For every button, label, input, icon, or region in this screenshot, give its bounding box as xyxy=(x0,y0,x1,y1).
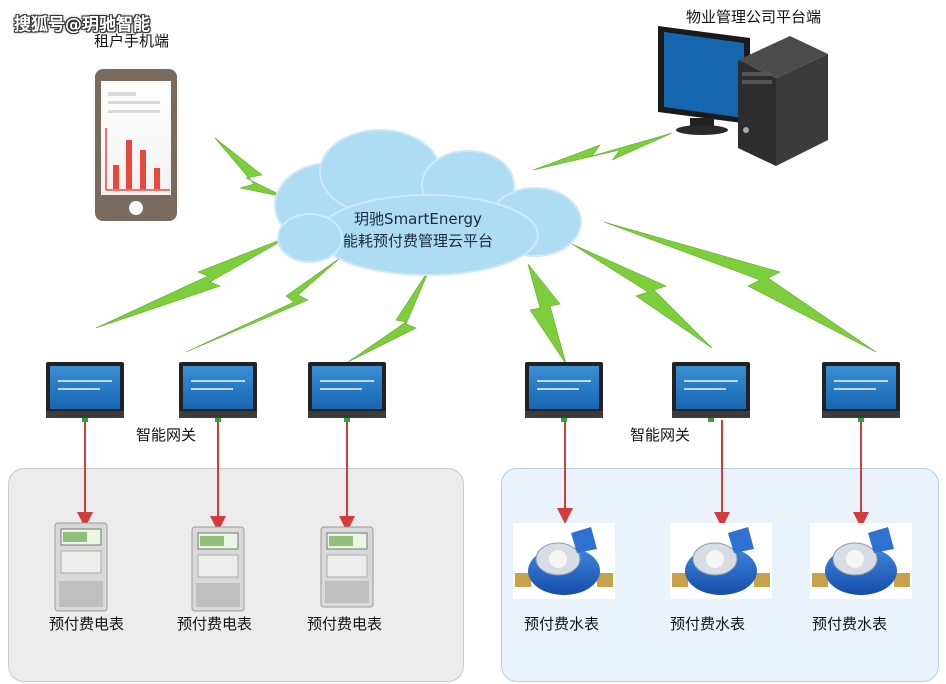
water-meter-icon-1 xyxy=(513,523,615,599)
lightning-link-gw5 xyxy=(571,243,713,349)
smart-gateway-icon xyxy=(672,362,750,422)
electric-meter-icon-1 xyxy=(54,522,108,612)
gateway-label-left: 智能网关 xyxy=(136,426,197,444)
lightning-link-pc xyxy=(532,132,673,171)
smart-gateway-icon xyxy=(822,362,900,422)
cloud-platform-label: 玥驰SmartEnergy 能耗预付费管理云平台 xyxy=(318,208,518,252)
smart-gateway-icon xyxy=(308,362,386,422)
lightning-link-gw1 xyxy=(95,235,291,329)
cloud-subtitle: 能耗预付费管理云平台 xyxy=(342,232,493,250)
smart-gateway-icon xyxy=(46,362,124,422)
electric-meter-label: 预付费电表 xyxy=(307,615,383,633)
lightning-link-gw3 xyxy=(347,267,431,363)
mobile-label: 租户手机端 xyxy=(94,32,170,50)
electric-meter-label: 预付费电表 xyxy=(177,615,253,633)
desktop-pc-icon xyxy=(658,26,828,166)
electric-meter-icon-2 xyxy=(191,526,245,612)
smart-gateway-icon xyxy=(179,362,257,422)
lightning-link-mobile xyxy=(214,137,286,198)
cloud-title: 玥驰SmartEnergy xyxy=(354,210,482,228)
electric-meter-icon-3 xyxy=(320,526,374,608)
gateway-label-right: 智能网关 xyxy=(630,426,691,444)
electric-meter-label: 预付费电表 xyxy=(49,615,125,633)
lightning-link-gw6 xyxy=(603,221,877,353)
lightning-links xyxy=(95,132,877,365)
data-arrows xyxy=(77,420,869,532)
watermark: 搜狐号@玥驰智能 xyxy=(14,15,150,35)
lightning-link-gw2 xyxy=(185,257,341,353)
pc-label: 物业管理公司平台端 xyxy=(686,8,822,26)
mobile-phone-icon xyxy=(95,69,177,221)
water-meter-label: 预付费水表 xyxy=(812,615,888,633)
smart-gateway-icon xyxy=(525,362,603,422)
water-meter-icon-2 xyxy=(670,523,772,599)
water-meter-label: 预付费水表 xyxy=(670,615,746,633)
lightning-link-gw4 xyxy=(527,263,567,365)
water-meter-icon-3 xyxy=(810,523,912,599)
water-meter-label: 预付费水表 xyxy=(524,615,600,633)
cloud-shape xyxy=(274,129,582,276)
